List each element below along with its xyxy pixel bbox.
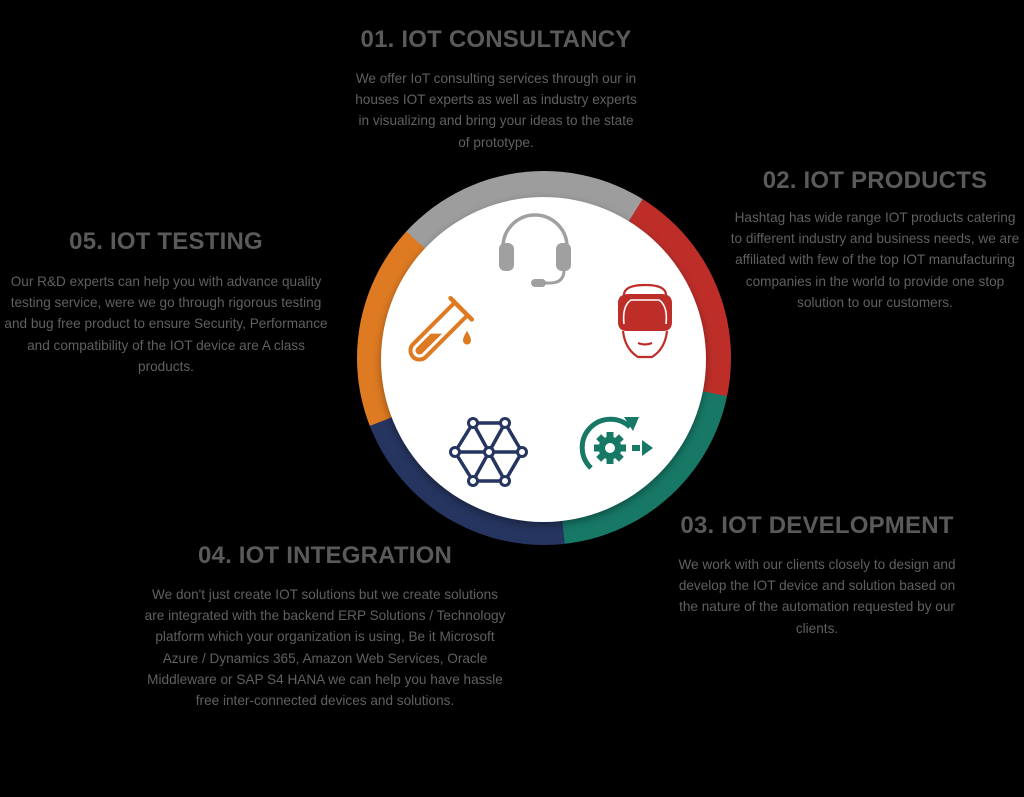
description-line: free inter-connected devices and solutio…: [195, 693, 455, 709]
section-title-iot-development: 03. IOT DEVELOPMENT: [680, 512, 954, 539]
section-description-iot-products: Hashtag has wide range IOT products cate…: [645, 207, 1024, 313]
section-description-iot-consultancy: We offer IoT consulting services through…: [266, 68, 726, 153]
section-description-iot-development: We work with our clients closely to desi…: [587, 554, 1024, 639]
description-line: of prototype.: [458, 134, 534, 150]
description-line: Hashtag has wide range IOT products cate…: [734, 210, 1016, 225]
description-line: companies in the world to provide one st…: [745, 273, 1005, 289]
center-disc: [381, 197, 706, 522]
section-description-iot-testing: Our R&D experts can help you with advanc…: [0, 271, 396, 377]
test-tube-icon: [408, 295, 475, 362]
vr-headset-icon: [618, 283, 672, 359]
headset-icon: [499, 213, 571, 287]
description-line: are integrated with the backend ERP Solu…: [144, 608, 506, 624]
description-line: affiliated with few of the top IOT manuf…: [735, 252, 1015, 268]
gear-process-icon: [579, 416, 653, 470]
description-line: We don't just create IOT solutions but w…: [152, 587, 498, 602]
description-line: houses IOT experts as well as industry e…: [355, 92, 637, 108]
description-line: in visualizing and bring your ideas to t…: [358, 113, 634, 129]
network-icon: [449, 417, 528, 487]
description-line: We offer IoT consulting services through…: [355, 71, 637, 86]
section-description-iot-integration: We don't just create IOT solutions but w…: [95, 584, 555, 711]
description-line: to different industry and business needs…: [730, 231, 1020, 247]
description-line: clients.: [795, 620, 839, 636]
description-line: products.: [138, 358, 194, 374]
section-title-iot-testing: 05. IOT TESTING: [69, 228, 263, 255]
description-line: and compatibility of the IOT device are …: [27, 337, 305, 353]
description-line: Middleware or SAP S4 HANA we can help yo…: [147, 671, 503, 687]
description-line: solution to our customers.: [797, 294, 953, 310]
description-line: platform which your organization is usin…: [155, 629, 495, 645]
description-line: Our R&D experts can help you with advanc…: [10, 274, 322, 289]
section-title-iot-products: 02. IOT PRODUCTS: [762, 167, 988, 194]
section-title-iot-integration: 04. IOT INTEGRATION: [197, 542, 453, 569]
description-line: We work with our clients closely to desi…: [678, 557, 956, 572]
description-line: develop the IOT device and solution base…: [678, 578, 956, 594]
description-line: and bug free product to ensure Security,…: [4, 316, 328, 332]
description-line: the nature of the automation requested b…: [679, 599, 955, 615]
description-line: Azure / Dynamics 365, Amazon Web Service…: [162, 650, 488, 666]
description-line: testing service, were we go through rigo…: [10, 295, 322, 311]
section-title-iot-consultancy: 01. IOT CONSULTANCY: [360, 26, 632, 53]
